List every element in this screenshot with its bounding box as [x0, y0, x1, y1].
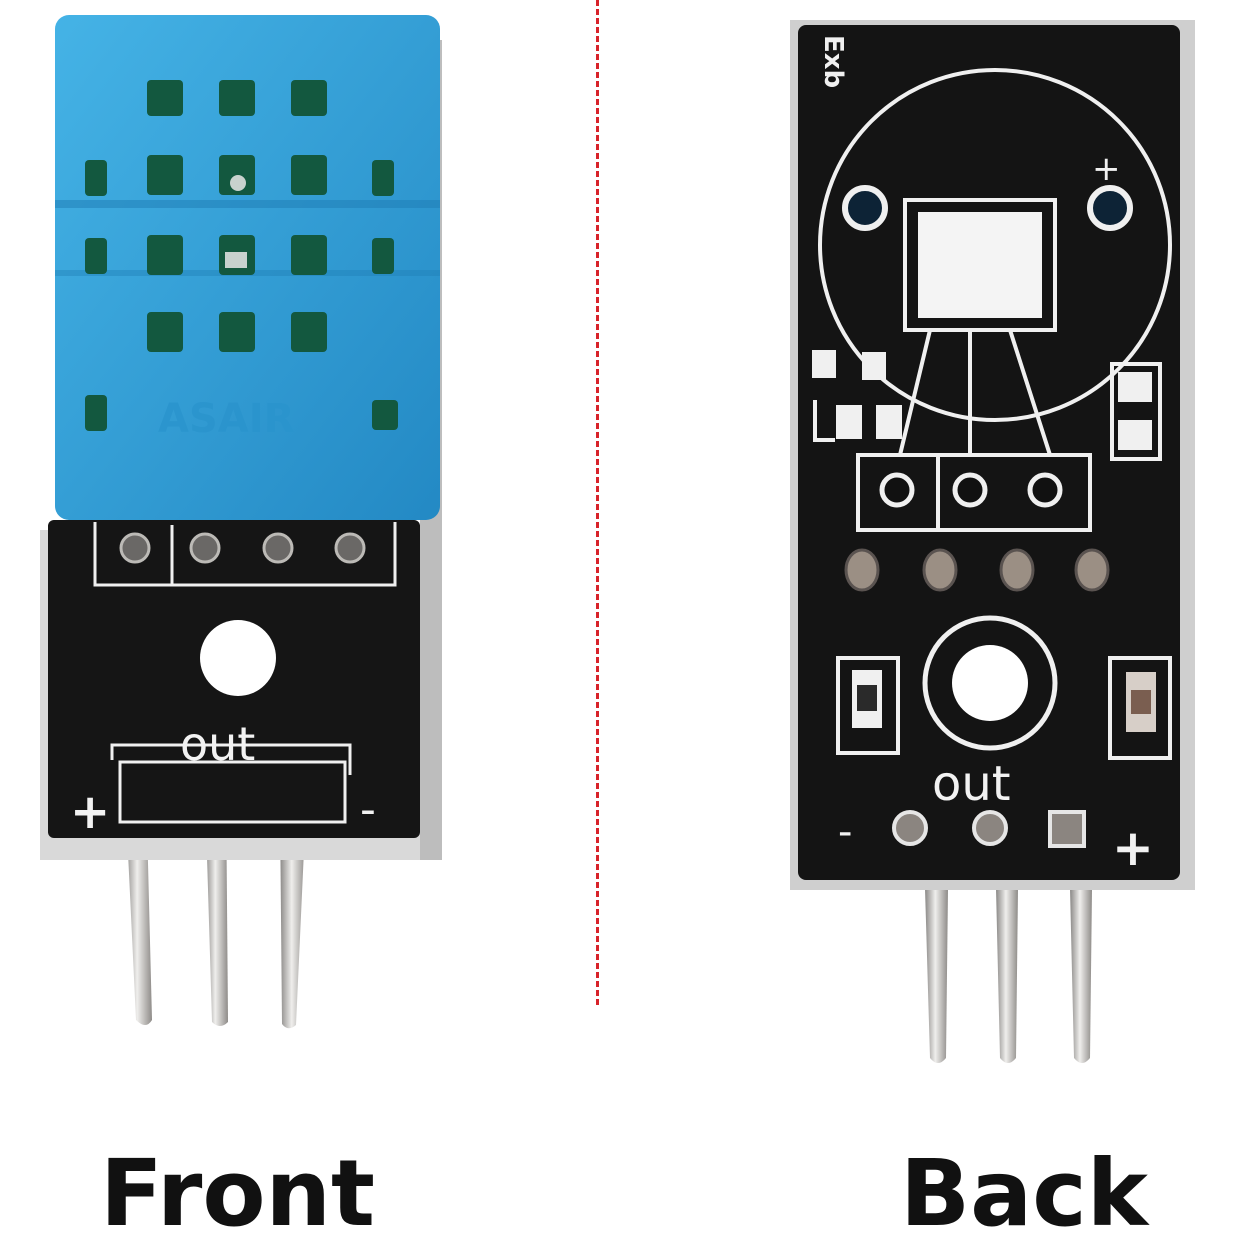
sensor-brand-marking: ASAIR — [158, 396, 294, 442]
front-plus-label: + — [70, 784, 110, 840]
back-minus-label: - — [838, 809, 852, 855]
front-module: out + - — [40, 15, 442, 1029]
back-header-pins — [925, 888, 1092, 1063]
back-out-label: out — [932, 756, 1011, 812]
back-caption: Back — [900, 1140, 1148, 1247]
back-plus-label: + — [1112, 819, 1154, 877]
front-caption: Front — [100, 1140, 376, 1247]
front-mounting-hole — [200, 620, 276, 696]
dht11-sensor-housing: ASAIR — [55, 15, 440, 520]
front-minus-label: - — [360, 784, 376, 835]
front-out-label: out — [180, 717, 255, 771]
back-pcb — [798, 25, 1180, 880]
back-mounting-hole — [952, 645, 1028, 721]
center-divider-line — [596, 0, 599, 1005]
back-module: Exb + — [790, 20, 1195, 1063]
svg-text:+: + — [1092, 149, 1121, 189]
board-marking: Exb — [818, 35, 848, 88]
